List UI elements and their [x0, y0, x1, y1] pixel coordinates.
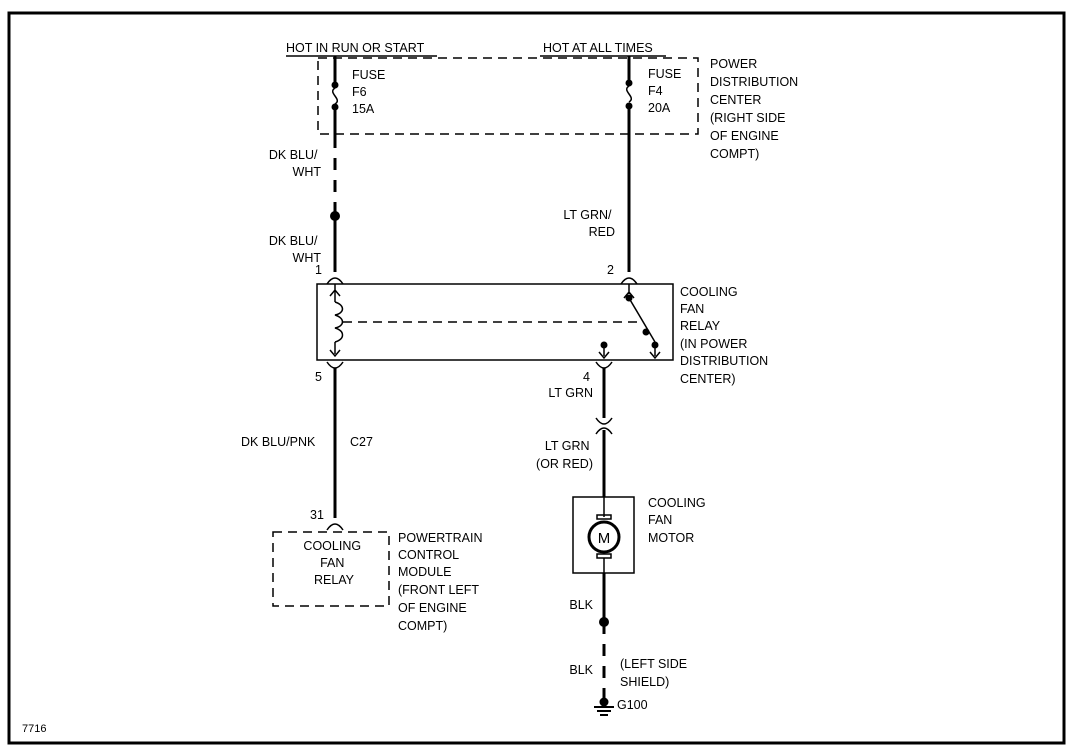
- fuse-f4-label: FUSE F4 20A: [648, 67, 685, 115]
- pcm-label: POWERTRAIN CONTROL MODULE (FRONT LEFT OF…: [398, 531, 486, 633]
- diagram-frame: [7, 11, 1066, 745]
- wire-blk-label-lower: BLK: [569, 663, 593, 677]
- pin-1-label: 1: [315, 263, 322, 277]
- wire-dk-blu-pnk-label: DK BLU/PNK: [241, 435, 316, 449]
- wire-dk-blu-wht-label-lower: DK BLU/ WHT: [269, 234, 321, 265]
- fuse-f6: [331, 56, 339, 136]
- cooling-fan-relay-box: [316, 283, 674, 361]
- wire-dk-blu-wht-label-upper: DK BLU/ WHT: [269, 148, 321, 179]
- ground-location-label: (LEFT SIDE SHIELD): [620, 657, 691, 689]
- fuse-f4: [625, 56, 633, 272]
- hot-run-start-label: HOT IN RUN OR START: [286, 41, 425, 55]
- pin-4-label: 4: [583, 370, 590, 384]
- cooling-fan-relay-label: COOLING FAN RELAY (IN POWER DISTRIBUTION…: [680, 285, 772, 386]
- pin-2-label: 2: [607, 263, 614, 277]
- relay-switch: [598, 284, 661, 360]
- inline-connector-upper: [595, 417, 613, 425]
- ground-icon: [594, 697, 614, 716]
- motor-brush-top: [596, 514, 612, 520]
- power-distribution-center-label: POWER DISTRIBUTION CENTER (RIGHT SIDE OF…: [710, 57, 802, 161]
- pcm-cooling-fan-relay-label: COOLING FAN RELAY: [303, 539, 364, 587]
- cooling-fan-motor-icon: [587, 520, 621, 554]
- fuse-f6-label: FUSE F6 15A: [352, 68, 389, 116]
- hot-all-times-label: HOT AT ALL TIMES: [543, 41, 653, 55]
- pcm-box: [272, 531, 390, 607]
- pin-5-label: 5: [315, 370, 322, 384]
- ground-id-label: G100: [617, 698, 648, 712]
- connector-pin-2: [620, 277, 638, 285]
- power-distribution-center-box: [317, 57, 699, 135]
- wire-lt-grn-label: LT GRN: [548, 386, 593, 400]
- connector-c27-label: C27: [350, 435, 373, 449]
- wire-lt-grn-or-red-label: LT GRN (OR RED): [536, 439, 593, 471]
- inline-connector-lower: [595, 427, 613, 435]
- wire-lt-grn-red-label: LT GRN/ RED: [563, 208, 615, 239]
- motor-symbol: M: [598, 530, 611, 547]
- cooling-fan-motor-label: COOLING FAN MOTOR: [648, 496, 709, 545]
- connector-pin-31: [326, 523, 344, 531]
- pin-31-label: 31: [310, 508, 324, 522]
- figure-id: 7716: [22, 723, 46, 735]
- relay-coil: [329, 284, 344, 358]
- wire-blk-label-upper: BLK: [569, 598, 593, 612]
- connector-pin-1: [326, 277, 344, 285]
